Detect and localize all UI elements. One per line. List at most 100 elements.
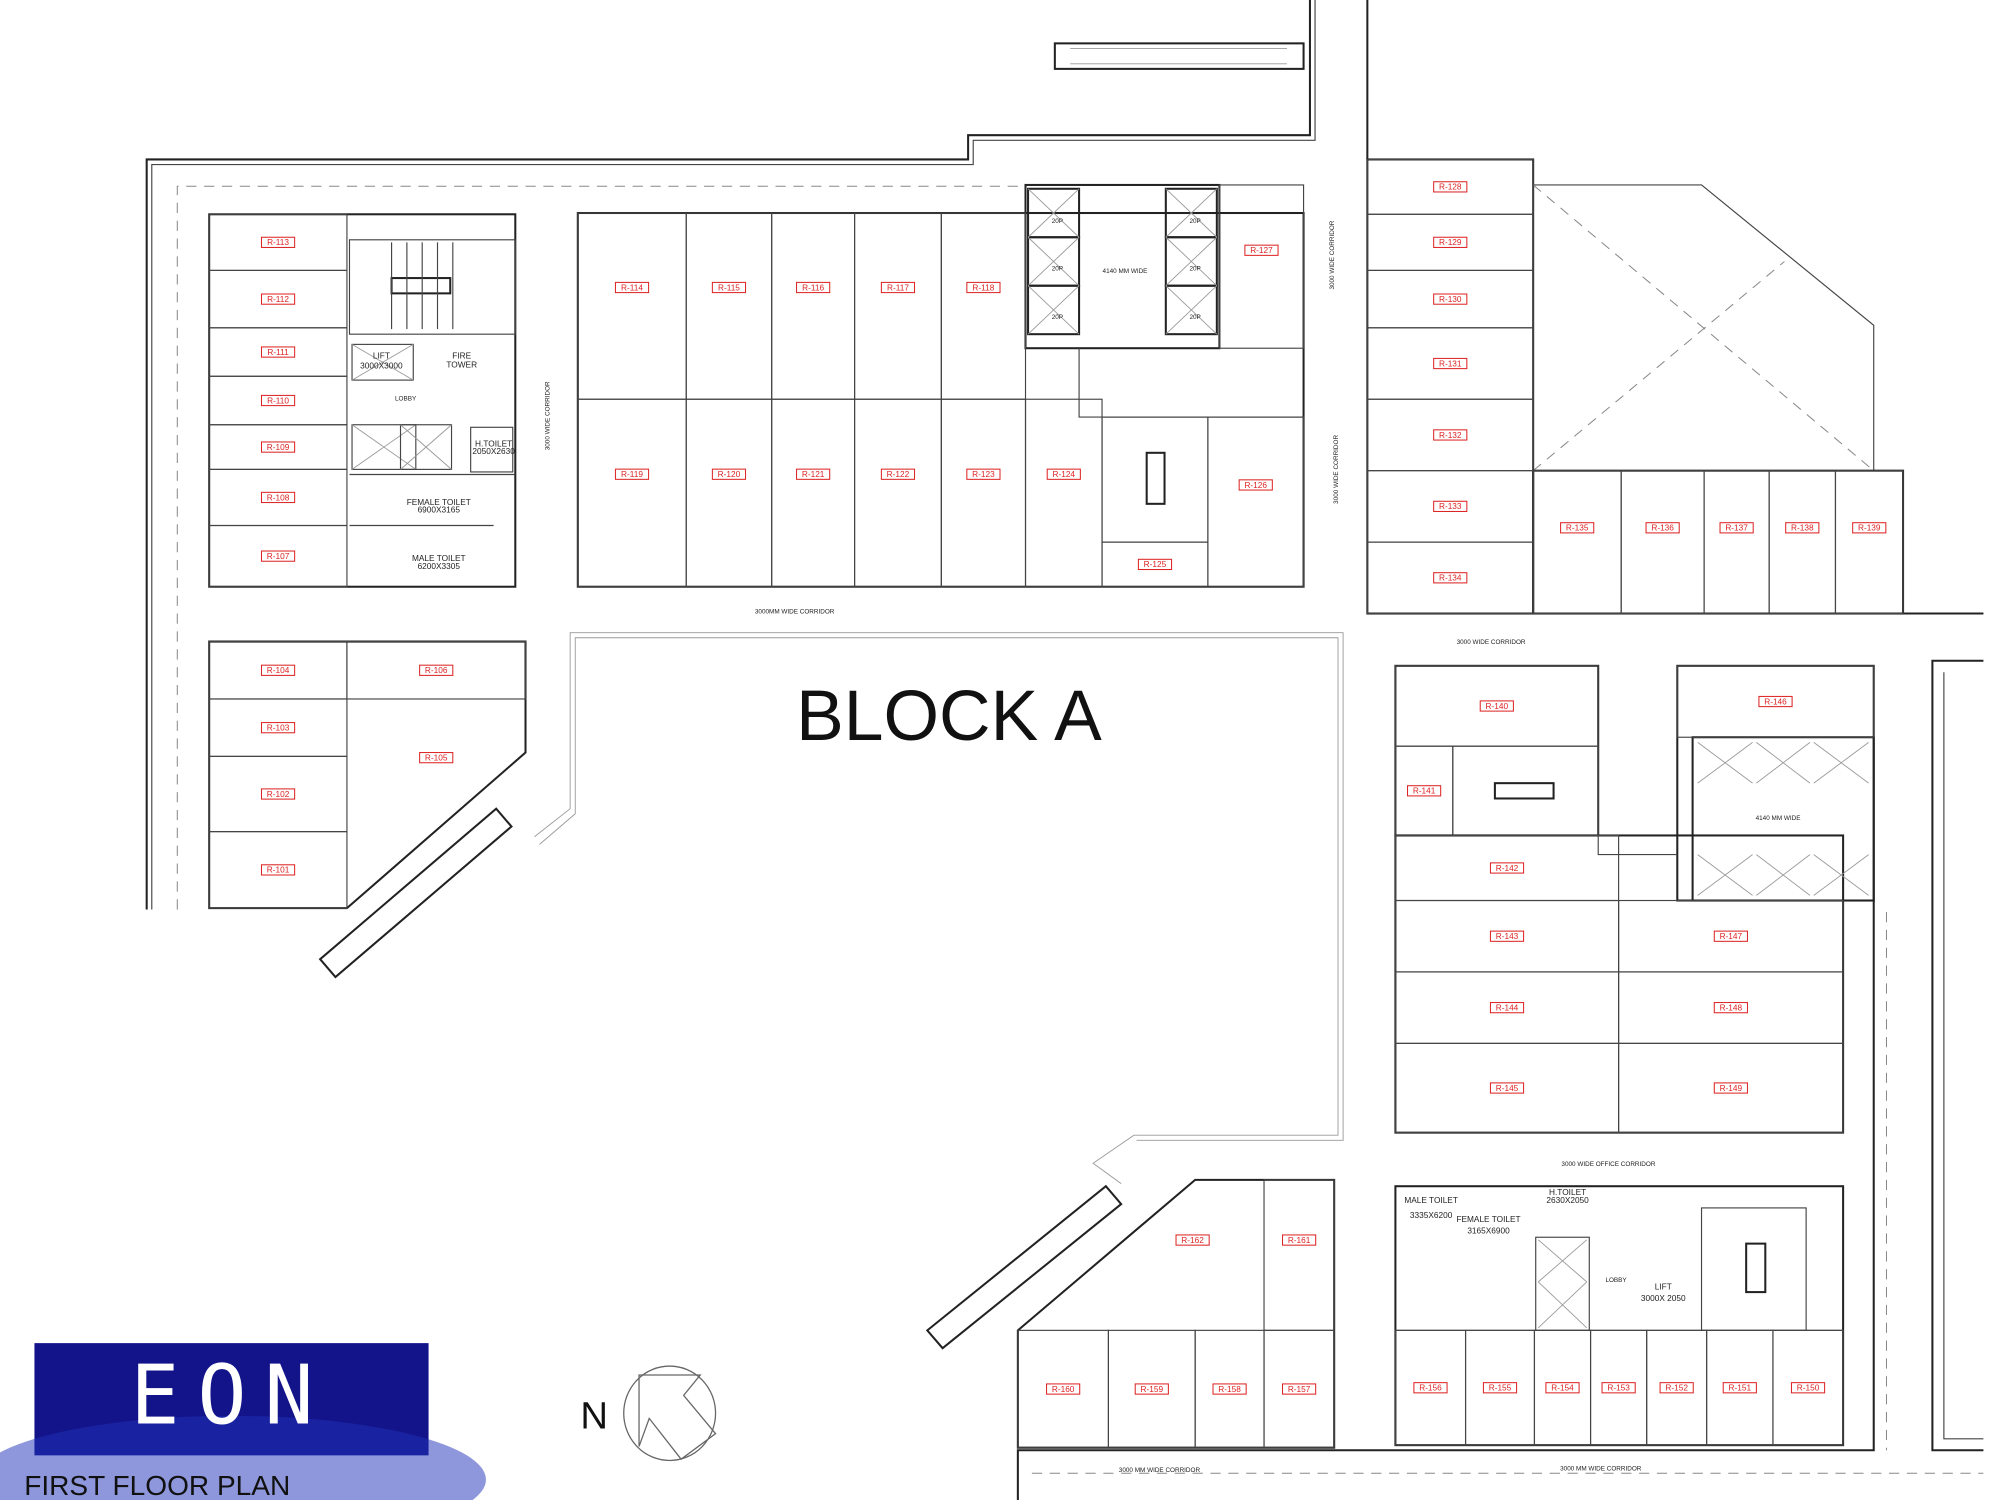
room: R-153 (1589, 1329, 1648, 1446)
h-toilet-size: 2050X2630 (472, 446, 515, 456)
room-outline (1207, 416, 1305, 588)
room-label: R-128 (1439, 182, 1462, 192)
room: R-139 (1834, 470, 1904, 615)
room-label: R-113 (267, 237, 289, 247)
room: R-150 (1772, 1329, 1844, 1446)
corridor-label: 3000 WIDE CORRIDOR (1329, 220, 1336, 289)
male-toilet-label: MALE TOILET (412, 553, 466, 563)
room-label-box (1433, 500, 1468, 512)
lift-label: LIFT (373, 350, 390, 360)
room-label: R-153 (1607, 1383, 1630, 1393)
room-label: R-148 (1720, 1002, 1743, 1012)
room-label-box (614, 281, 650, 294)
lift-capacity-label: 20P (1052, 314, 1063, 321)
room-label: R-101 (267, 865, 290, 875)
room: R-138 (1768, 470, 1837, 615)
north-label: N (580, 1395, 608, 1438)
room-label: R-104 (267, 665, 290, 675)
room: R-102 (208, 755, 348, 833)
room-outline (577, 398, 687, 588)
room-label: R-121 (802, 469, 825, 479)
room-label: R-144 (1496, 1002, 1519, 1012)
room-label: R-122 (887, 469, 910, 479)
room-label: R-115 (718, 282, 740, 292)
room-label-box (1785, 522, 1820, 534)
room-label: R-136 (1651, 523, 1674, 533)
room-label: R-152 (1665, 1383, 1688, 1393)
lift-lobby-width-label: 4140 MM WIDE (1103, 268, 1148, 275)
room: R-160 (1017, 1329, 1109, 1449)
room-label: R-145 (1496, 1083, 1519, 1093)
room-label-box (260, 550, 296, 562)
room-outline (771, 212, 856, 400)
room: R-118 (940, 212, 1027, 400)
room-label-box (1433, 293, 1468, 305)
room-label-box (1238, 479, 1273, 491)
room: R-125 (1101, 541, 1209, 588)
room-label: R-109 (267, 442, 290, 452)
room-label-box (1137, 558, 1173, 571)
corridor-label: 3000 MM WIDE CORRIDOR (1119, 1467, 1201, 1474)
room: R-104 (208, 641, 348, 700)
room-label: R-156 (1419, 1383, 1442, 1393)
room: R-155 (1464, 1329, 1536, 1446)
room-label: R-130 (1439, 294, 1462, 304)
room-label: R-108 (267, 492, 290, 502)
corridor-labels: 3000MM WIDE CORRIDOR 3000 WIDE CORRIDOR … (545, 220, 1656, 1474)
room-label-box (614, 468, 650, 480)
room-label-box (260, 236, 296, 248)
female-toilet-size-right: 3165X6900 (1467, 1225, 1510, 1235)
room-label-box (1282, 1234, 1317, 1246)
corridor-label: 3000 WIDE CORRIDOR (1457, 639, 1526, 646)
room-outline (1263, 1179, 1335, 1331)
room-outline (1620, 470, 1705, 615)
room-label: R-129 (1439, 237, 1462, 247)
room-label-box (1482, 1382, 1518, 1394)
room-label-box (796, 468, 831, 480)
room-label: R-120 (718, 469, 741, 479)
room-label-box (1479, 700, 1514, 712)
room-label: R-149 (1720, 1083, 1743, 1093)
room-label-box (1852, 522, 1887, 534)
room-label: R-114 (621, 282, 643, 292)
room: R-111 (208, 327, 348, 377)
room-label-box (1244, 244, 1279, 256)
room-label: R-154 (1551, 1383, 1574, 1393)
room-label: R-127 (1250, 245, 1273, 255)
lift-lobby-width-label-right: 4140 MM WIDE (1756, 815, 1801, 822)
room: R-114 (577, 212, 687, 400)
room-label-box (966, 281, 1001, 294)
male-toilet-label-right: MALE TOILET (1404, 1195, 1458, 1205)
room-label: R-135 (1566, 523, 1589, 533)
room-outline (1017, 1329, 1109, 1449)
female-toilet-label-right: FEMALE TOILET (1456, 1214, 1520, 1224)
room-label-box (1433, 357, 1468, 370)
lift-capacity-label: 20P (1189, 314, 1200, 321)
room-outline (346, 641, 527, 700)
room: R-133 (1366, 470, 1534, 543)
room-label: R-132 (1439, 430, 1462, 440)
room-outline (854, 398, 942, 588)
room-label: R-134 (1439, 573, 1462, 583)
room: R-116 (771, 212, 856, 400)
room: R-161 (1263, 1179, 1335, 1331)
core-left: LIFT 3000X3000 FIRE TOWER LOBBY H.TOILET… (348, 239, 516, 571)
fire-tower-label: FIRE (452, 350, 471, 360)
compass-circle (623, 1365, 717, 1462)
block-title: BLOCK A (796, 676, 1102, 756)
room-label-box (1722, 1382, 1757, 1394)
room: R-121 (771, 398, 856, 588)
room: R-117 (854, 212, 942, 400)
corridor-label: 3000 WIDE CORRIDOR (545, 381, 552, 450)
room: R-151 (1706, 1329, 1774, 1446)
room-outline (1703, 470, 1770, 615)
room-label-box (260, 346, 296, 358)
room-label: R-147 (1720, 931, 1743, 941)
lift-capacity-label: 20P (1052, 218, 1063, 225)
room: R-112 (208, 269, 348, 329)
room-label-box (1433, 236, 1468, 248)
room: R-159 (1107, 1329, 1196, 1449)
room-label: R-157 (1288, 1384, 1311, 1394)
room-outline (685, 398, 773, 588)
